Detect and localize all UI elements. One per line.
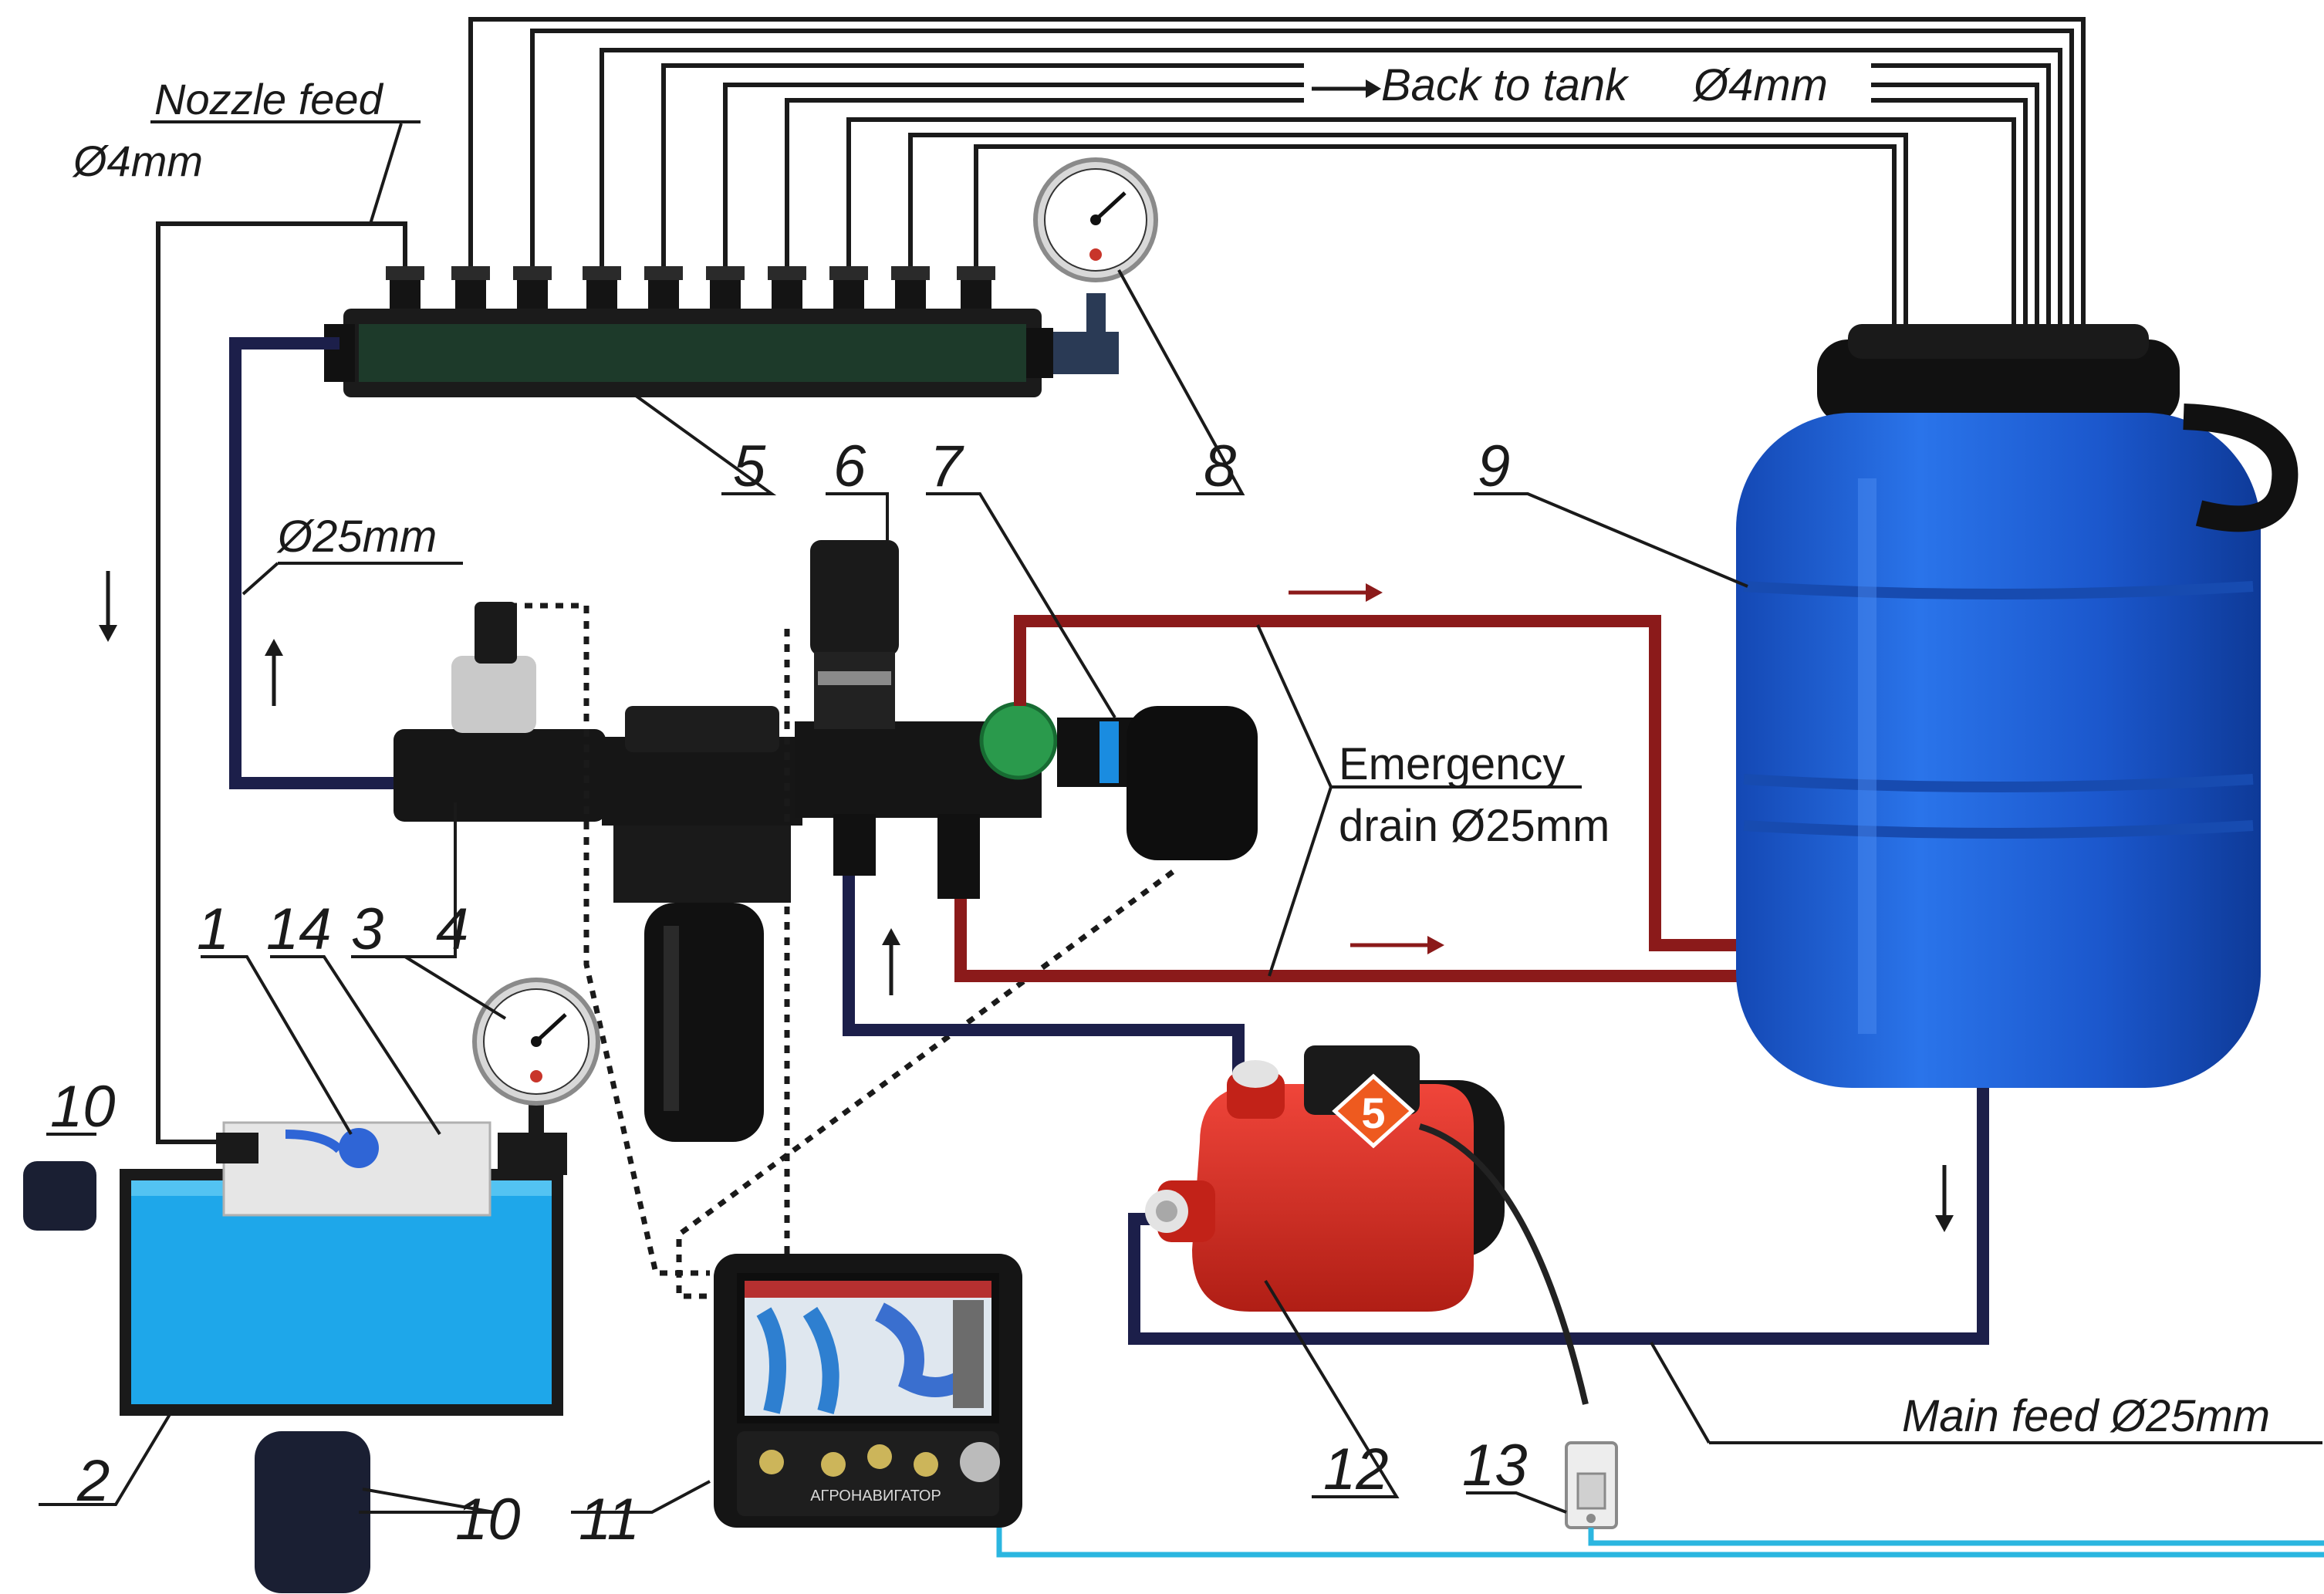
callout-5: 5 [733,434,766,499]
electric-pump: 5 [1145,1045,1589,1405]
flow-arrow-icon [1289,583,1383,602]
nozzle-manifold [324,293,1119,397]
flow-arrow-icon [1350,936,1444,954]
callout-4: 4 [436,897,468,962]
main-feed-leader [1650,1342,1711,1444]
line-filter [602,706,802,1142]
supply-tank [1736,324,2299,1088]
flow-arrow-icon [1312,79,1381,98]
supply-diameter-leader [242,562,279,596]
nozzle-feed-label: Nozzle feed [154,75,384,123]
callout-1: 1 [197,897,229,962]
supply-diameter-label: Ø25mm [276,512,437,562]
back-to-tank-label: Back to tank [1381,60,1630,110]
callout-9: 9 [1478,434,1510,499]
callout-10-left: 10 [50,1074,116,1140]
weight-block-left [23,1161,96,1231]
pump-badge: 5 [1361,1089,1385,1137]
level-sensor-housing [216,1103,567,1217]
nozzle-feed-leader [369,123,403,225]
signal-cable [996,1528,2324,1558]
pressure-gauge-icon [1033,157,1158,282]
main-feed-label: Main feed Ø25mm [1902,1391,2270,1441]
callout-leaders [39,269,1748,1514]
main-feed-hose [1128,1088,1989,1345]
flow-meter [979,701,1258,860]
callout-7: 7 [930,434,964,499]
callout-10-bottom: 10 [455,1487,521,1552]
back-to-tank-diameter: Ø4mm [1692,60,1828,110]
callout-11: 11 [579,1487,640,1552]
callout-8: 8 [1204,434,1236,499]
emergency-drain-label-line1: Emergency [1339,739,1565,789]
flow-arrow-icon [99,571,117,642]
supply-hose-to-manifold [229,337,401,789]
callout-14: 14 [266,897,332,962]
pump-to-valve-hose [843,876,1245,1115]
callout-6: 6 [833,434,866,499]
flow-arrow-icon [265,639,283,706]
emergency-drain-hoses [954,615,1794,982]
pressure-regulator [394,602,606,822]
callout-2: 2 [76,1448,110,1514]
agronavigator-controller: АГРОНАВИГАТОР [714,1254,1022,1528]
flow-arrow-icon [882,928,900,995]
nozzle-fittings [386,266,995,309]
pressure-gauge-icon [472,978,600,1106]
callout-12: 12 [1323,1437,1389,1502]
emergency-drain-label-line2: drain Ø25mm [1339,801,1610,851]
controller-brand: АГРОНАВИГАТОР [810,1488,941,1505]
weight-block-bottom [255,1431,370,1593]
power-switch[interactable] [1565,1441,1618,1529]
callout-13: 13 [1462,1433,1528,1498]
nozzle-feed-diameter: Ø4mm [72,137,203,185]
control-cables [509,603,1175,1299]
callout-3: 3 [351,897,383,962]
flow-arrow-icon [1935,1165,1954,1232]
back-to-tank-label-plate [1304,56,1871,117]
emergency-drain-leaders [1256,624,1582,977]
